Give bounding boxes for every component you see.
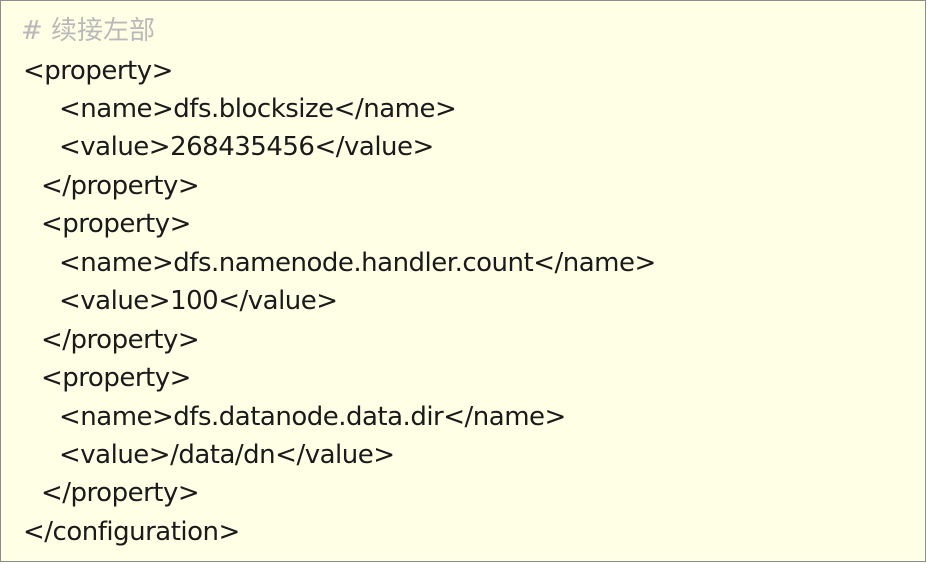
- code-line-property-close: </property>: [41, 171, 200, 201]
- comment-line: # 续接左部: [21, 16, 156, 46]
- code-line-value: <value>/data/dn</value>: [59, 440, 395, 470]
- code-line-name: <name>dfs.namenode.handler.count</name>: [59, 248, 656, 278]
- code-line-name: <name>dfs.blocksize</name>: [59, 94, 457, 124]
- code-line-property-open: <property>: [41, 209, 191, 239]
- code-line-property-open: <property>: [23, 56, 173, 86]
- code-line-property-open: <property>: [41, 363, 191, 393]
- code-line-value: <value>100</value>: [59, 286, 338, 316]
- code-line-configuration-close: </configuration>: [23, 517, 240, 547]
- code-line-value: <value>268435456</value>: [59, 132, 434, 162]
- code-line-property-close: </property>: [41, 325, 200, 355]
- code-line-property-close: </property>: [41, 478, 200, 508]
- code-line-name: <name>dfs.datanode.data.dir</name>: [59, 402, 566, 432]
